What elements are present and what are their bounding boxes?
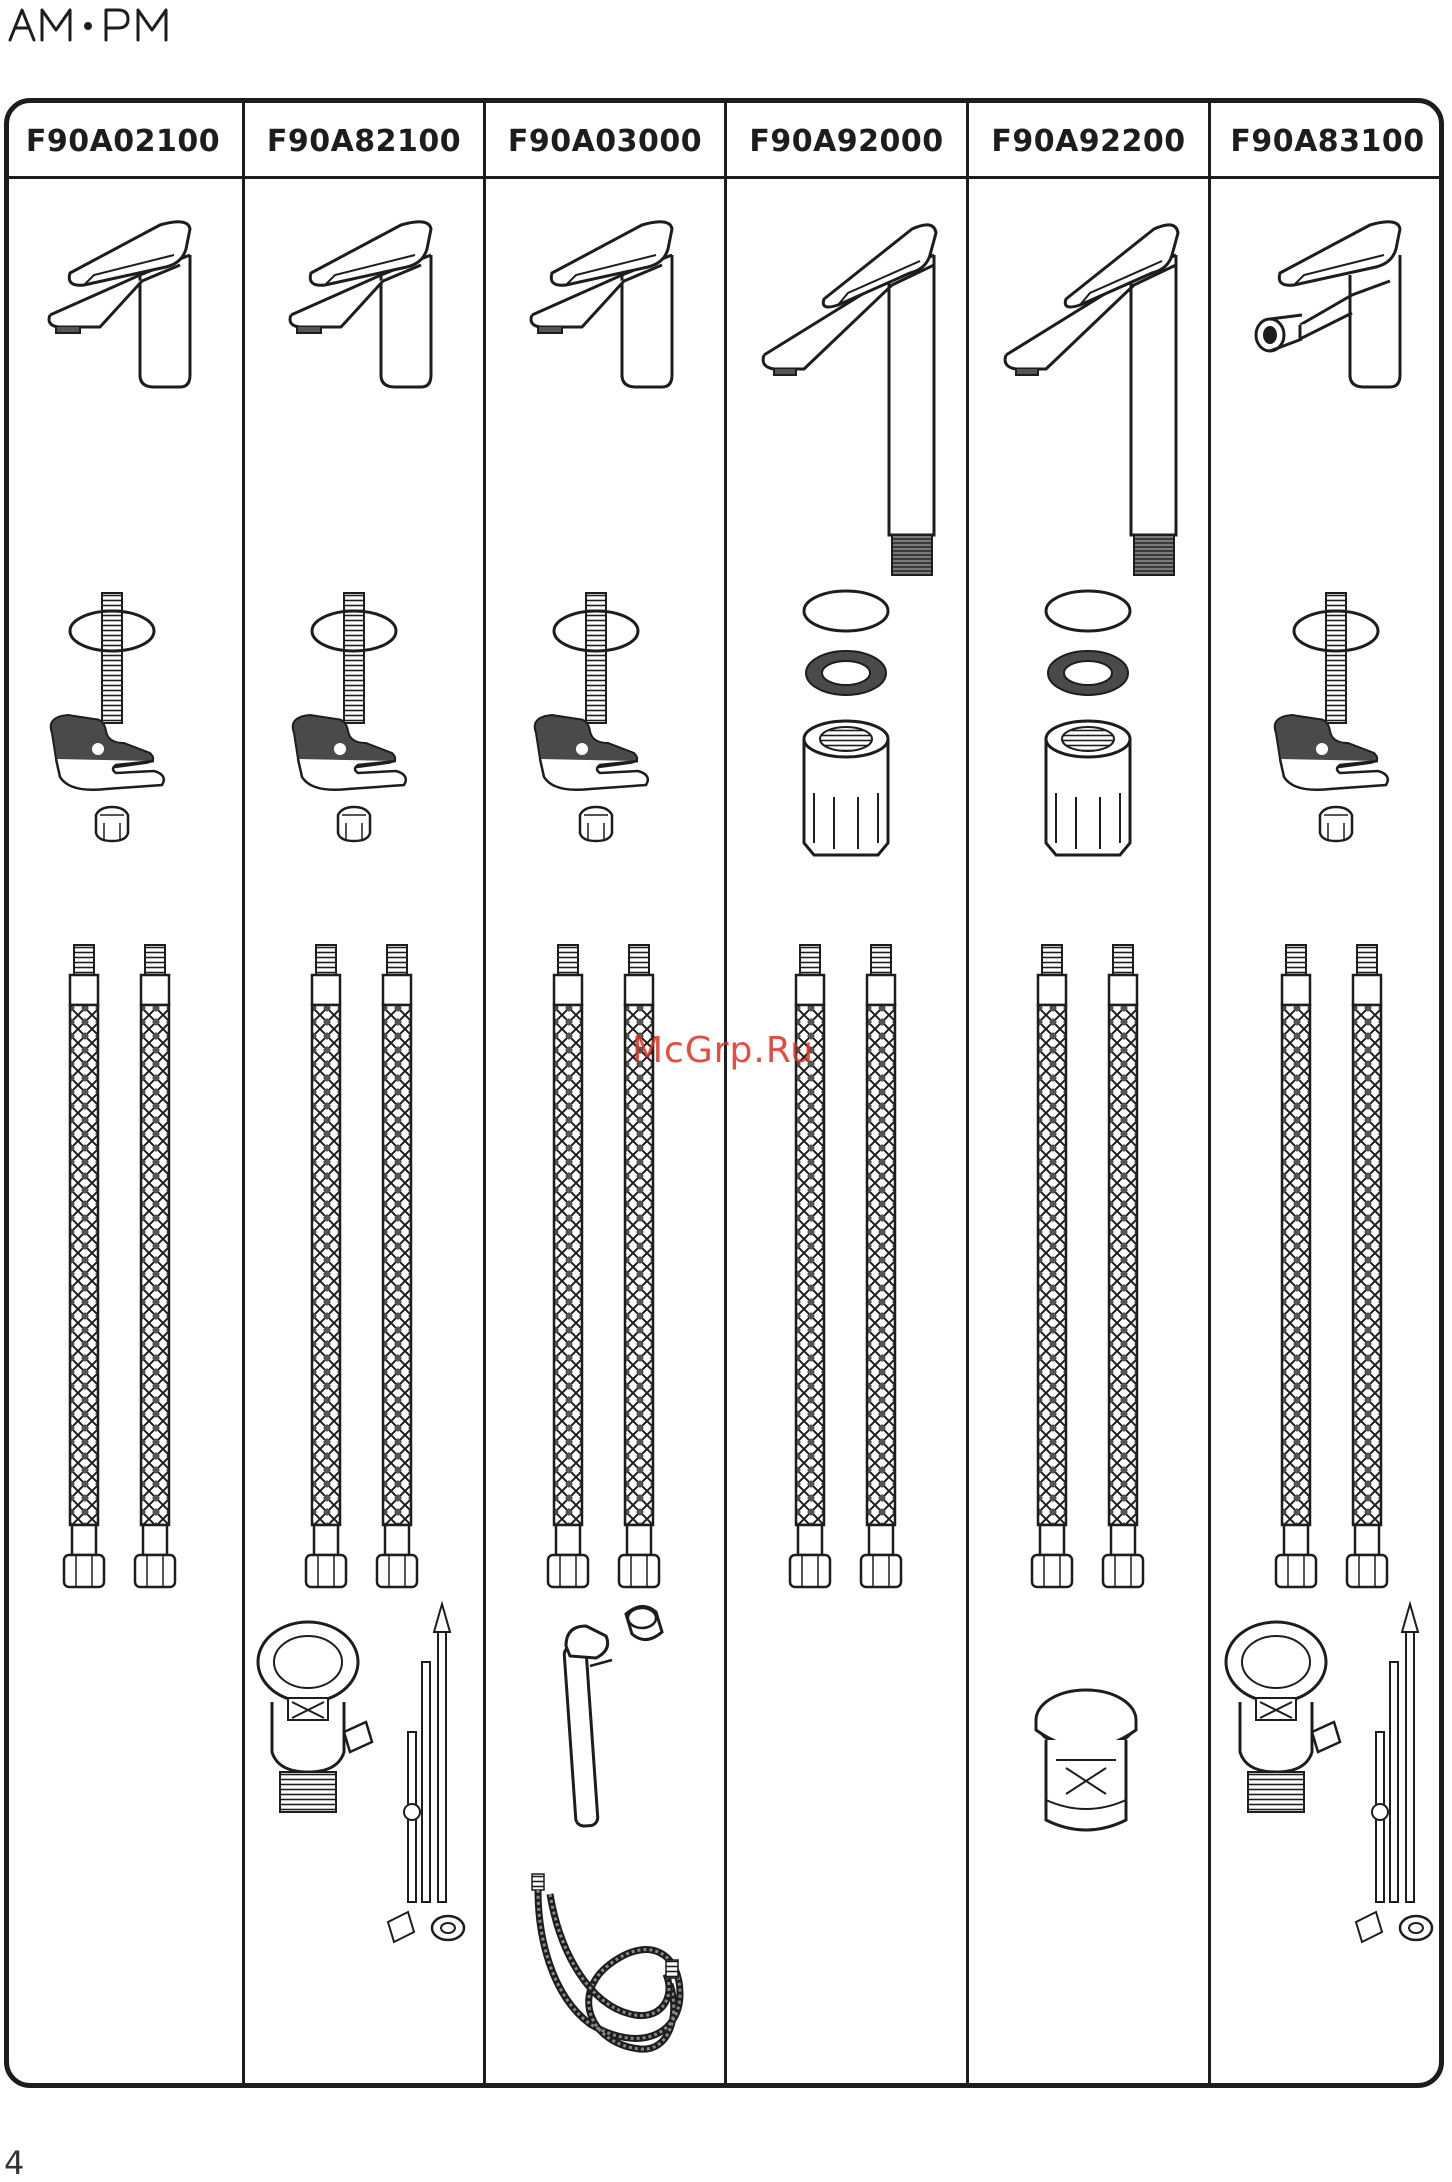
mounting-stud-set-image (1270, 593, 1400, 853)
braided-hose-image (64, 945, 106, 1595)
braided-hose-image (306, 945, 348, 1595)
column-divider (724, 98, 727, 2088)
braided-hose-image (548, 945, 590, 1595)
column-header-code: F90A82100 (245, 106, 483, 176)
mounting-stud-set-image (530, 593, 660, 853)
am-pm-logo (6, 2, 176, 46)
bidet-faucet-image (1240, 215, 1420, 455)
nut-and-gasket-set-image (1022, 593, 1152, 863)
shower-hose-image (530, 1874, 700, 2064)
pop-up-waste-image (258, 1622, 478, 1962)
mounting-stud-set-image (288, 593, 418, 853)
braided-hose-image (1103, 945, 1145, 1595)
braided-hose-image (1347, 945, 1389, 1595)
braided-hose-image (1276, 945, 1318, 1595)
tall-basin-faucet-image (744, 215, 954, 585)
nut-and-gasket-set-image (780, 593, 910, 863)
column-divider (966, 98, 969, 2088)
column-header-code: F90A02100 (4, 106, 242, 176)
column-divider (483, 98, 486, 2088)
braided-hose-image (135, 945, 177, 1595)
column-header-code: F90A92000 (727, 106, 966, 176)
column-header-code: F90A83100 (1211, 106, 1444, 176)
page-number: 4 (4, 2144, 24, 2182)
tall-basin-faucet-image (986, 215, 1196, 585)
click-clack-waste-image (1036, 1690, 1146, 1860)
pop-up-waste-image (1226, 1622, 1446, 1962)
hygienic-shower-handset-image (546, 1606, 676, 1836)
watermark: McGrp.Ru (632, 1030, 814, 1071)
braided-hose-image (861, 945, 903, 1595)
column-header-code: F90A03000 (486, 106, 724, 176)
basin-faucet-image (30, 215, 210, 455)
basin-faucet-image (271, 215, 451, 455)
braided-hose-image (1032, 945, 1074, 1595)
column-header-code: F90A92200 (969, 106, 1208, 176)
column-divider (242, 98, 245, 2088)
basin-faucet-image (512, 215, 692, 455)
column-divider (1208, 98, 1211, 2088)
braided-hose-image (377, 945, 419, 1595)
mounting-stud-set-image (46, 593, 176, 853)
